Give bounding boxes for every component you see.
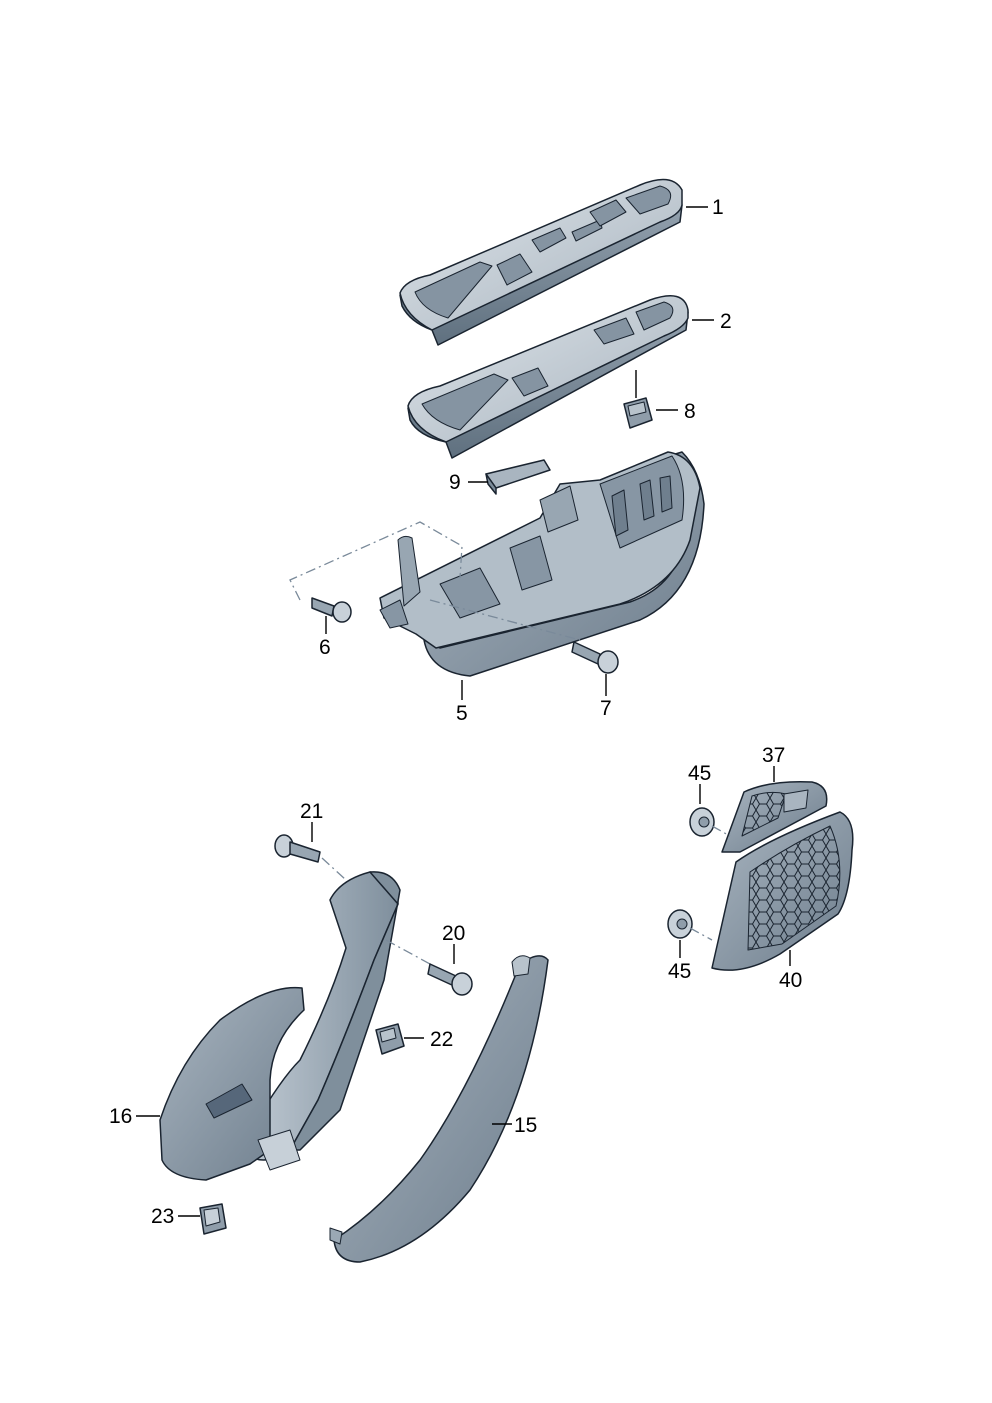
part-37-speaker-cover — [721, 780, 828, 853]
part-20-screw — [427, 963, 473, 996]
part-22-clip — [375, 1023, 405, 1055]
part-16-pull-handle — [159, 871, 401, 1181]
label-22: 22 — [430, 1028, 453, 1051]
reference-line-45-lower — [689, 927, 713, 941]
label-21: 21 — [300, 800, 323, 823]
part-1-trim-panel — [399, 178, 683, 346]
label-20: 20 — [442, 922, 465, 945]
label-6: 6 — [319, 636, 331, 659]
label-7: 7 — [600, 697, 612, 720]
reference-line-20 — [385, 939, 431, 965]
label-23: 23 — [151, 1205, 174, 1228]
label-2: 2 — [720, 310, 732, 333]
part-23-clip — [199, 1203, 227, 1235]
part-40-speaker-cover — [711, 811, 854, 971]
part-15-trim-strip — [329, 955, 549, 1263]
part-5-armrest-housing — [379, 451, 705, 677]
label-15: 15 — [514, 1114, 537, 1137]
part-8-clip — [623, 397, 653, 429]
part-21-screw — [274, 834, 321, 863]
label-5: 5 — [456, 702, 468, 725]
reference-line-21 — [321, 857, 347, 881]
label-40: 40 — [779, 969, 802, 992]
reference-line-45-upper — [711, 825, 731, 837]
part-9-cover-strip — [485, 459, 551, 495]
label-16: 16 — [109, 1105, 132, 1128]
label-37: 37 — [762, 744, 785, 767]
label-45-upper: 45 — [688, 762, 711, 785]
reference-line-6 — [289, 521, 463, 601]
reference-line-7 — [429, 599, 581, 641]
part-7-screw — [571, 641, 619, 674]
part-6-screw — [311, 597, 352, 623]
label-45-lower: 45 — [668, 960, 691, 983]
part-2-trim-panel — [407, 295, 689, 459]
label-8: 8 — [684, 400, 696, 423]
part-45-clip-lower — [667, 909, 693, 939]
label-1: 1 — [712, 196, 724, 219]
part-45-clip-upper — [689, 807, 715, 837]
label-9: 9 — [449, 471, 461, 494]
